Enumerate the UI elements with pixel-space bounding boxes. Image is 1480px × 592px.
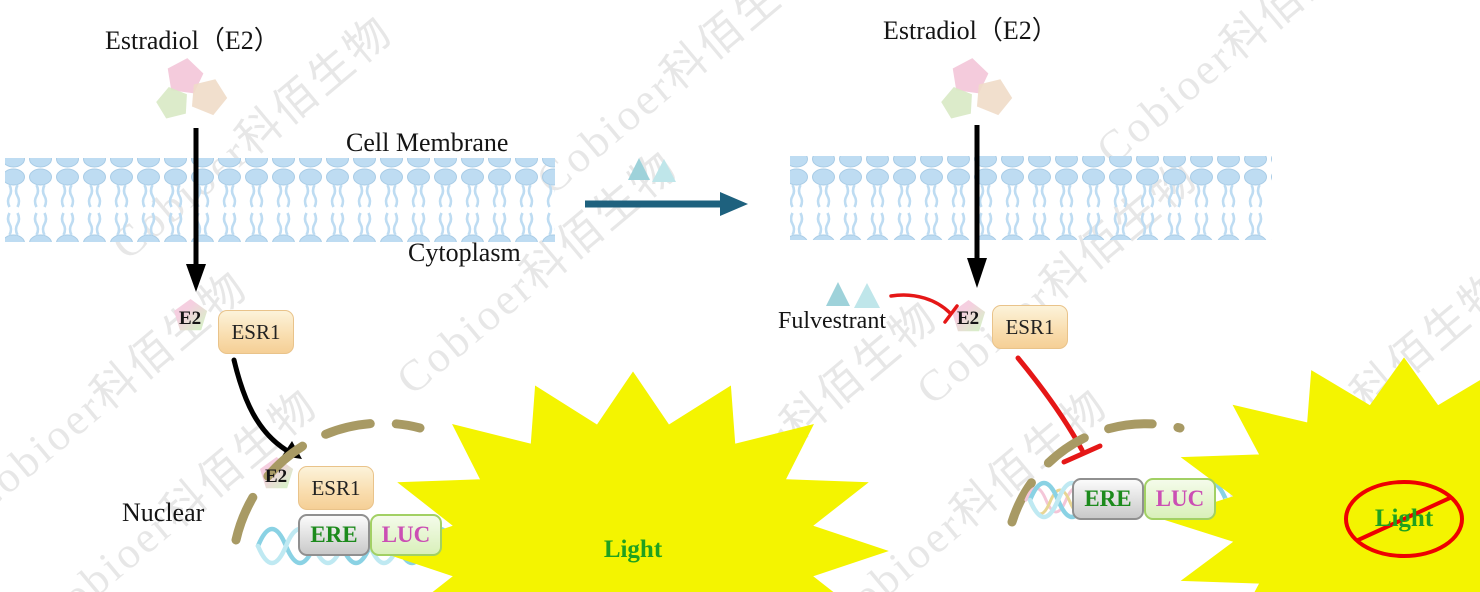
nuclear-envelope-left	[231, 418, 425, 545]
cell-membrane-label: Cell Membrane	[346, 128, 509, 157]
nuclear-envelope-right	[1007, 419, 1185, 527]
nuclear-inhibition-tbar	[1015, 355, 1103, 465]
estradiol-title-right: Estradiol（E2）	[883, 16, 1058, 45]
translocation-arrow	[231, 357, 302, 459]
e2-label-right: E2	[957, 308, 980, 329]
cytoplasm-label: Cytoplasm	[408, 238, 521, 267]
light-label-right: Light	[1374, 505, 1434, 532]
e2-label-left-cytoplasm: E2	[179, 308, 202, 329]
luc-box-right: LUC	[1144, 478, 1216, 520]
ere-box-left: ERE	[298, 514, 370, 556]
fulvestrant-inhibition-arrow	[889, 293, 959, 324]
no-light-icon	[1346, 482, 1462, 556]
esr1-box-left-nucleus: ESR1	[298, 466, 374, 510]
cell-membrane-right	[790, 156, 1272, 240]
prohibition-ellipse	[1344, 480, 1464, 558]
luc-box-left: LUC	[370, 514, 442, 556]
esr1-box-right: ESR1	[992, 305, 1068, 349]
cell-membrane-left	[5, 158, 555, 242]
estradiol-title-left: Estradiol（E2）	[105, 26, 280, 55]
ere-box-right: ERE	[1072, 478, 1144, 520]
fulvestrant-label: Fulvestrant	[778, 308, 886, 334]
e2-label-left-nucleus: E2	[265, 466, 288, 487]
prohibition-slash	[1355, 495, 1453, 543]
nuclear-label: Nuclear	[122, 498, 205, 527]
fulvestrant-molecule-icon-right	[826, 282, 880, 308]
fulvestrant-molecule-icon-mid	[628, 158, 676, 182]
condition-arrow	[585, 192, 748, 216]
esr1-box-left-cytoplasm: ESR1	[218, 310, 294, 354]
estradiol-molecule-icon-right	[938, 55, 1018, 120]
e2-entry-arrow-right	[967, 125, 987, 288]
e2-entry-arrow-left	[186, 128, 206, 292]
estradiol-molecule-icon-left	[153, 55, 233, 120]
light-label-left: Light	[603, 536, 663, 563]
